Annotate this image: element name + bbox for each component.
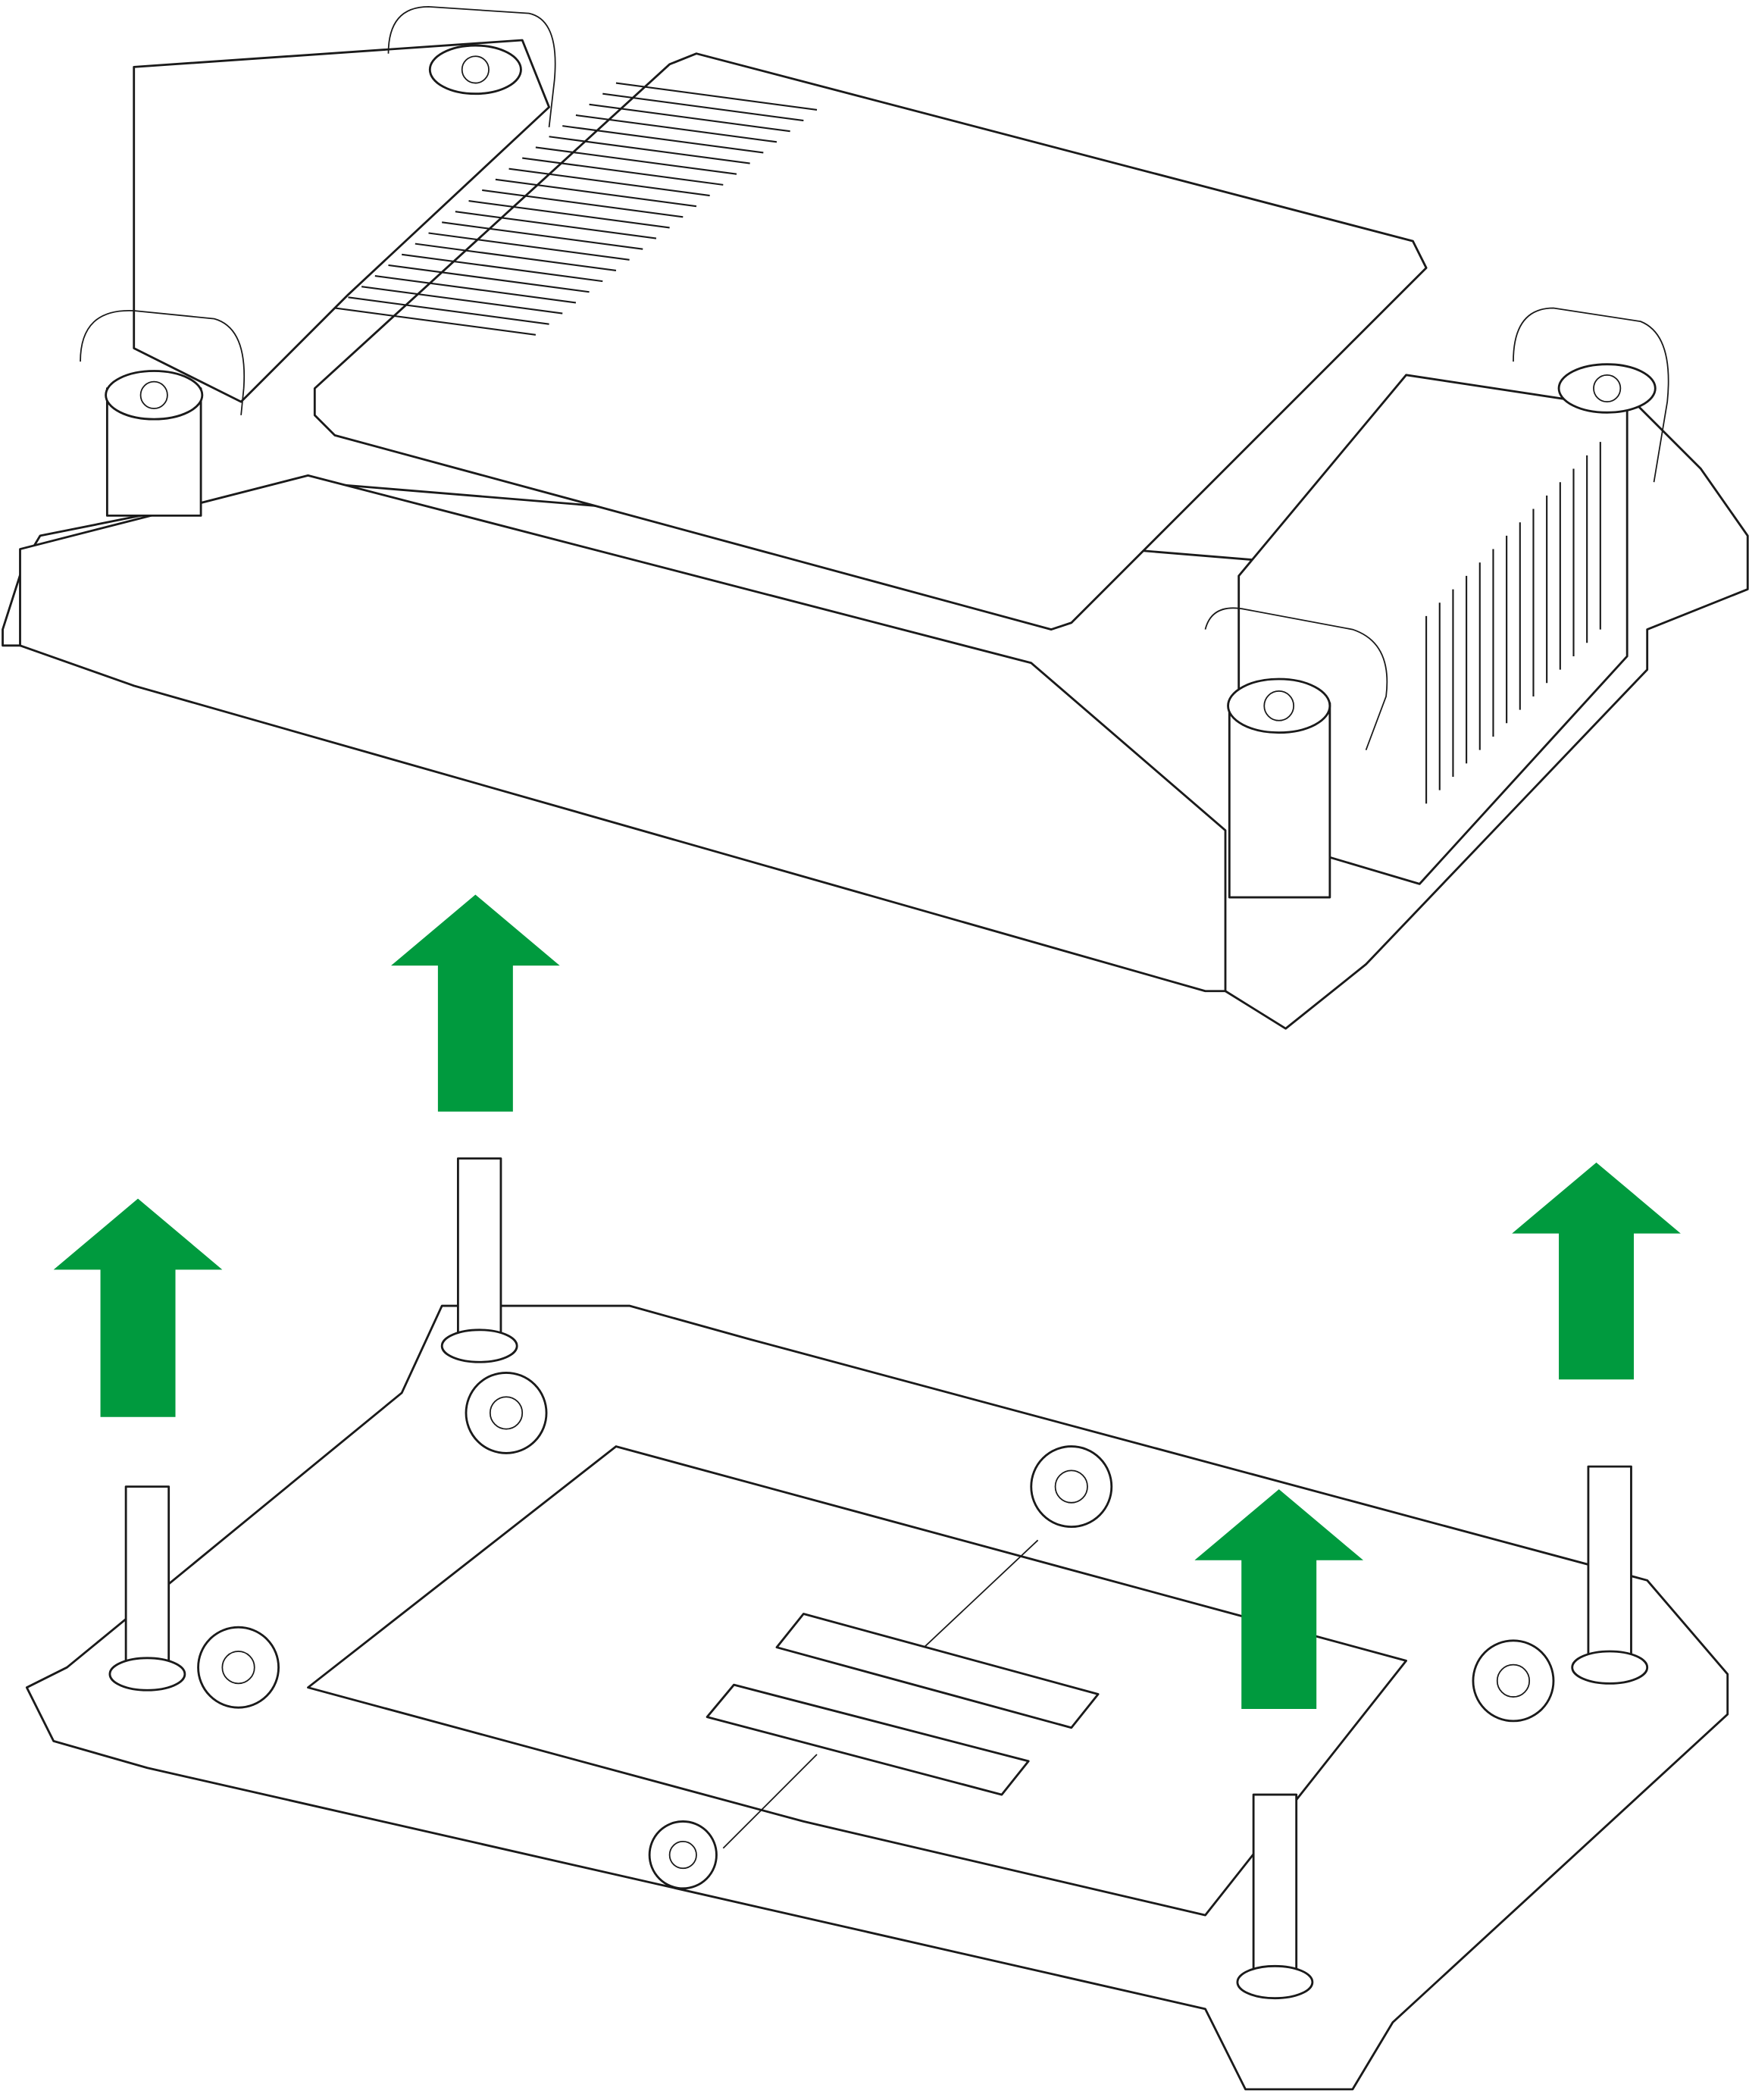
arrow-up-left-rear-icon — [53, 1198, 223, 1417]
arrow-up-right-rear-icon — [1512, 1162, 1681, 1380]
heatsink-fin — [482, 189, 684, 218]
heatsink-fin — [388, 264, 590, 293]
heatsink-top-plate — [313, 52, 1428, 631]
heatsink — [2, 5, 1749, 1030]
heatsink-fin — [508, 167, 710, 197]
bracket-nut-2 — [197, 1626, 280, 1709]
heatsink-fin — [495, 178, 697, 208]
heatsink-wire-handle-left — [80, 310, 246, 415]
heatsink-fin — [468, 200, 670, 229]
heatsink-fin — [428, 232, 630, 261]
cpu-socket-bracket — [25, 1157, 1729, 2091]
heatsink-screw-3 — [1227, 678, 1331, 899]
heatsink-fin — [374, 274, 577, 304]
heatsink-fin — [602, 92, 804, 122]
bracket-nut-4 — [1472, 1639, 1555, 1723]
heatsink-wire-handle-front — [1204, 607, 1388, 750]
heatsink-fin — [442, 221, 643, 250]
heatsink-fin — [402, 253, 603, 283]
heatsink-fin — [522, 157, 724, 186]
heatsink-wire-handle-top — [387, 5, 556, 127]
heatsink-fin — [361, 286, 563, 315]
heatsink-fin — [415, 243, 617, 272]
heatsink-fins — [334, 82, 1601, 804]
heatsink-wire-handle-right — [1513, 307, 1669, 483]
bracket-nut-1 — [465, 1371, 548, 1454]
heatsink-fin — [615, 82, 818, 111]
standoff-3 — [1571, 1465, 1649, 1685]
arrow-up-heatsink-icon — [391, 894, 560, 1112]
heatsink-fin — [334, 307, 537, 336]
heatsink-fin — [562, 125, 764, 154]
heatsink-screw-2 — [428, 44, 522, 95]
arrow-up-center-icon — [1194, 1489, 1364, 1709]
socket-slot-2 — [706, 1683, 1030, 1796]
heatsink-screw-4 — [1557, 363, 1657, 414]
heatsink-fin — [535, 146, 737, 175]
socket-slot-1 — [775, 1613, 1100, 1729]
standoff-1 — [440, 1157, 518, 1363]
heatsink-fin — [348, 296, 549, 325]
heatsink-left-block — [133, 39, 550, 403]
heatsink-fin — [575, 114, 778, 143]
heatsink-fin — [549, 136, 750, 164]
standoff-2 — [108, 1485, 186, 1692]
bracket-nut-3 — [1030, 1445, 1113, 1529]
socket-area — [307, 1445, 1408, 1917]
bracket-nut-5 — [648, 1820, 718, 1890]
removal-arrows — [53, 894, 1681, 1709]
heatsink-screw-1 — [105, 370, 204, 517]
heatsink-fin — [589, 103, 790, 133]
heatsink-front-shroud — [19, 474, 1227, 993]
heatsink-fin — [455, 211, 657, 239]
standoff-4 — [1236, 1793, 1314, 2000]
